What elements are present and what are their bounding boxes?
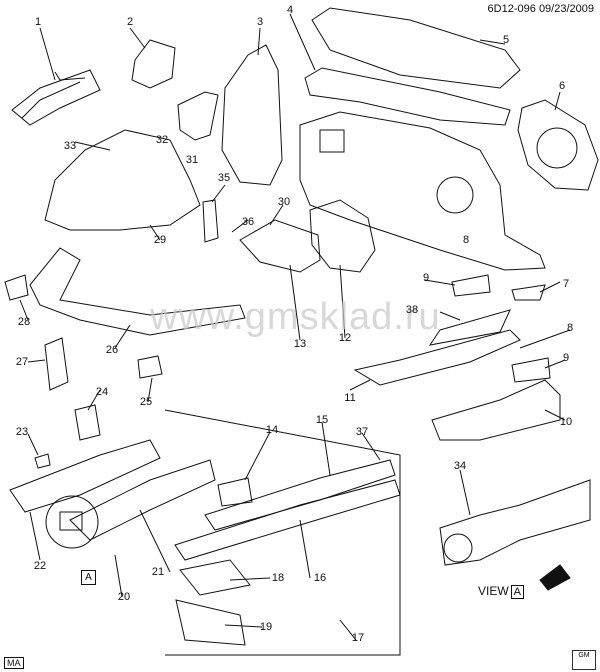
part-14-bracket [217, 477, 253, 507]
part-24-bracket [74, 404, 101, 441]
callout-label: 2 [126, 16, 134, 28]
part-21-lower-rail [69, 459, 216, 541]
callout-label: 8 [566, 322, 574, 334]
callout-label: 28 [17, 316, 31, 328]
callout-label: 5 [502, 34, 510, 46]
detail-marker: A [81, 570, 96, 585]
callout-label: 25 [139, 396, 153, 408]
callout-label: 18 [271, 572, 285, 584]
part-6-panel [517, 99, 599, 191]
part-35-gusset [202, 199, 219, 243]
part-34-detail [439, 479, 591, 566]
callout-label: 16 [313, 572, 327, 584]
callout-label: 27 [15, 356, 29, 368]
callout-label: 26 [105, 344, 119, 356]
drawing-header: 6D12-096 09/23/2009 [488, 3, 594, 15]
callout-label: 8 [462, 234, 470, 246]
brand-logo: GM [572, 650, 596, 670]
callout-label: 1 [34, 16, 42, 28]
callout-label: 14 [265, 424, 279, 436]
callout-label: 34 [453, 460, 467, 472]
watermark: www.gmsklad.ru [150, 296, 441, 338]
part-30-dash-panel [299, 111, 546, 271]
callout-label: 22 [33, 560, 47, 572]
callout-label: 13 [293, 338, 307, 350]
part-13-bracket [239, 219, 321, 273]
callout-label: 11 [344, 392, 356, 404]
callout-label: 4 [286, 4, 294, 16]
part-12-seal [309, 199, 376, 273]
part-11-sill [353, 329, 521, 386]
part-26-frame-rail [29, 247, 246, 336]
callout-label: 15 [315, 414, 329, 426]
callout-label: 21 [151, 566, 165, 578]
part-9-bracket-upper [451, 274, 491, 297]
callout-label: 33 [63, 140, 77, 152]
part-2-bracket [131, 39, 176, 89]
part-27-bracket [44, 337, 69, 391]
callout-label: 38 [405, 304, 419, 316]
drawing-code: 6D12-096 [487, 3, 536, 15]
callout-label: 35 [217, 172, 231, 184]
assembly-outline [164, 409, 401, 656]
callout-label: 29 [153, 234, 167, 246]
callout-label: 17 [351, 632, 365, 644]
part-22-lower-rail [9, 439, 161, 513]
part-25-mount [137, 355, 163, 379]
callout-label: 6 [558, 80, 566, 92]
part-5-cowl-panel [311, 7, 521, 89]
callout-label: 10 [559, 416, 573, 428]
view-text: VIEW [478, 584, 509, 598]
callout-label: 23 [15, 426, 29, 438]
callout-label: 20 [117, 591, 131, 603]
callout-label: 7 [562, 278, 570, 290]
callout-label: 36 [241, 216, 255, 228]
callout-label: 31 [185, 154, 199, 166]
callout-label: 37 [355, 426, 369, 438]
part-7-bracket [511, 284, 546, 301]
part-19-bracket [175, 599, 246, 646]
part-38-strip [428, 309, 511, 346]
callout-label: 24 [95, 386, 109, 398]
part-3-hinge-pillar [221, 44, 283, 186]
callout-label: 9 [422, 272, 430, 284]
corner-tag: MA [4, 657, 24, 669]
part-16-rail [174, 479, 401, 561]
view-arrow [539, 564, 571, 591]
part-23-clip [34, 453, 51, 469]
drawing-date: 09/23/2009 [538, 3, 594, 15]
part-9-bracket-lower [511, 357, 551, 383]
part-18-bracket [179, 559, 251, 596]
view-letter: A [510, 585, 525, 599]
callout-label: 32 [155, 134, 169, 146]
part-29-wheelhouse [44, 129, 201, 231]
part-31-brace [177, 91, 219, 141]
part-15-rail [204, 459, 396, 531]
callout-label: 19 [259, 621, 273, 633]
part-10-rocker [431, 379, 561, 441]
part-1-upper-rail [11, 69, 101, 126]
callout-label: 12 [338, 332, 352, 344]
part-28-bracket [4, 274, 29, 301]
callout-label: 3 [256, 16, 264, 28]
part-4-cowl-lower [304, 67, 511, 126]
callout-label: 30 [277, 196, 291, 208]
callout-label: 9 [562, 352, 570, 364]
